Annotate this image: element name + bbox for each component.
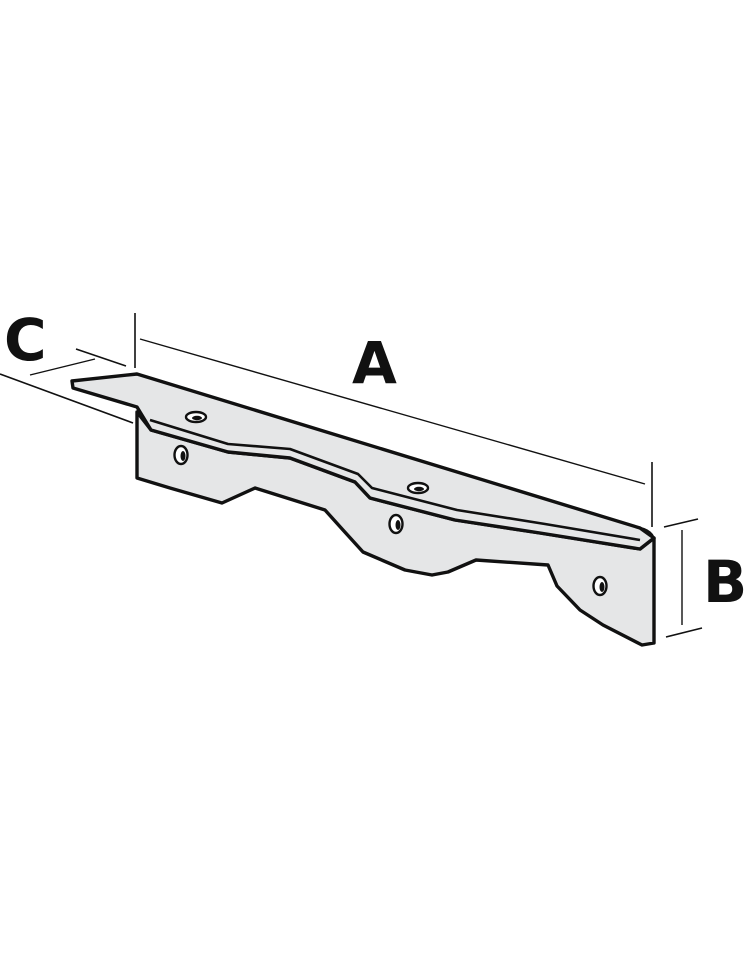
angle-bracket (70, 372, 656, 647)
dimension-line-a (139, 338, 646, 485)
dimension-label-b: B (703, 548, 747, 616)
dimension-line-c (29, 358, 96, 376)
extension-line-b-bottom (665, 627, 703, 638)
extension-line-b-top (663, 518, 699, 528)
dimension-label-c: C (4, 306, 47, 374)
extension-line-c-top (75, 348, 127, 367)
dimension-c: C (0, 306, 134, 424)
bend-line (135, 406, 641, 542)
extension-line-c-bottom (0, 373, 134, 424)
dimension-a: A (134, 313, 653, 527)
vertical-flange-hole (592, 575, 608, 597)
vertical-flange-hole (173, 444, 189, 466)
top-flange-hole (406, 481, 430, 495)
top-flange-hole (184, 410, 208, 424)
dimension-b: B (663, 518, 747, 638)
bend-corner (639, 526, 656, 547)
dimension-label-a: A (352, 329, 397, 397)
vertical-flange-hole (388, 513, 404, 535)
